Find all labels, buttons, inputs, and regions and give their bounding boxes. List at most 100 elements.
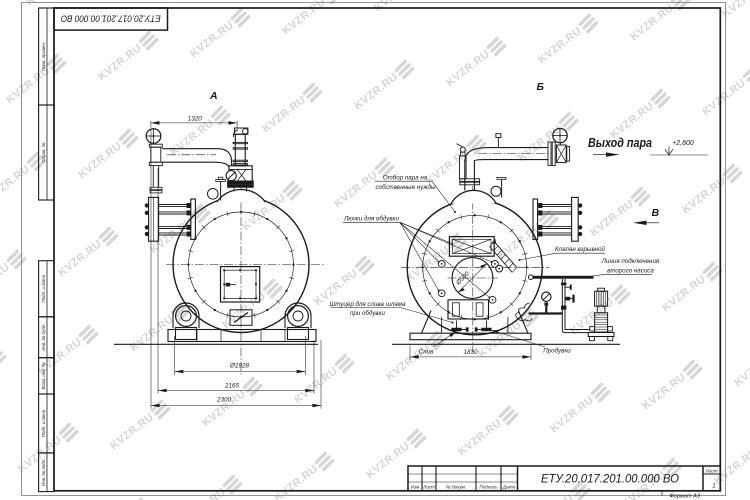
watermark-unit: KVZR.RU bbox=[608, 88, 671, 141]
watermark-unit: KVZR.RU bbox=[280, 0, 343, 37]
note-second-pump-line2: второго насоса bbox=[607, 267, 654, 274]
watermark-logo-icon bbox=[190, 203, 211, 224]
watermark-unit: KVZR.RU bbox=[108, 399, 171, 452]
watermark-logo-icon bbox=[210, 105, 231, 126]
elevation-mark: +2,800 bbox=[650, 140, 708, 156]
title-col-list: Лист bbox=[422, 485, 435, 490]
annotations: А Б В Выход пара +2,800 Отбор пара на со… bbox=[188, 81, 708, 404]
watermark-unit: KVZR.RU bbox=[0, 151, 47, 204]
siphon-fitting-rear bbox=[490, 176, 507, 198]
feed-pump bbox=[587, 287, 615, 342]
watermark-logo-icon bbox=[498, 405, 519, 426]
dimension-2300 bbox=[150, 129, 322, 409]
flue-opening bbox=[451, 257, 494, 299]
note-drain-text: Слив bbox=[419, 349, 434, 356]
watermark-text: KVZR.RU bbox=[456, 417, 504, 458]
watermark-logo-icon bbox=[334, 353, 355, 374]
title-col-ndokum: № докум. bbox=[446, 485, 466, 490]
frame-label-vzam-inv: Взам. инв. № bbox=[41, 362, 46, 389]
watermark-unit: KVZR.RU bbox=[588, 186, 651, 239]
watermark-text: KVZR.RU bbox=[128, 313, 176, 354]
watermark-logo-icon bbox=[486, 36, 507, 57]
watermark-logo-icon bbox=[6, 249, 27, 270]
watermark-logo-icon bbox=[138, 30, 159, 51]
watermark-unit: KVZR.RU bbox=[240, 180, 303, 233]
frame-label-inv-podl: Инв. № подл. bbox=[41, 459, 46, 486]
watermark-text: KVZR.RU bbox=[188, 19, 236, 60]
watermark-logo-icon bbox=[118, 128, 139, 149]
watermark-text: KVZR.RU bbox=[588, 198, 636, 239]
steam-dome-rear-fill bbox=[451, 190, 496, 204]
watermark-text: KVZR.RU bbox=[16, 434, 64, 475]
inner-frame bbox=[53, 7, 722, 492]
watermark-text: KVZR.RU bbox=[0, 163, 32, 204]
watermark-text: KVZR.RU bbox=[180, 486, 228, 500]
watermark-unit: KVZR.RU bbox=[660, 261, 723, 314]
base-skid-front bbox=[167, 328, 317, 343]
watermark-unit: KVZR.RU bbox=[444, 36, 507, 89]
watermark-unit: KVZR.RU bbox=[424, 134, 487, 187]
dimension-1830 bbox=[409, 345, 532, 360]
dim-1928-label: Ø1928 bbox=[229, 363, 249, 370]
watermark-text: KVZR.RU bbox=[260, 94, 308, 135]
lower-hatch bbox=[447, 299, 490, 320]
steam-outlet-pipe bbox=[456, 127, 571, 191]
watermark-unit: KVZR.RU bbox=[188, 7, 251, 60]
watermark-unit: KVZR.RU bbox=[24, 0, 72, 8]
explosion-hatch bbox=[448, 236, 495, 257]
dimension-1928 bbox=[174, 336, 306, 375]
siphon-fitting-front bbox=[207, 176, 226, 201]
safety-valve-assembly bbox=[225, 127, 254, 188]
watermark-unit: KVZR.RU bbox=[292, 353, 355, 406]
explosion-valve-duct bbox=[489, 238, 518, 273]
watermark-logo-icon bbox=[354, 255, 375, 276]
frame-label-podp-data-1: Подп. и дата bbox=[41, 274, 46, 302]
watermark-unit: KVZR.RU bbox=[720, 0, 750, 20]
note-steam-own-needs-line2: собственные нужды bbox=[375, 184, 436, 191]
note-drain: Слив bbox=[419, 331, 456, 356]
watermark-unit: KVZR.RU bbox=[168, 105, 231, 158]
frame-label-perv-primen: Перв. примен. bbox=[41, 42, 46, 71]
note-sludge-stub: Штуцер для слива шлама при обдувки bbox=[330, 301, 454, 324]
note-steam-own-needs: Отбор пара на собственные нужды bbox=[375, 175, 456, 213]
drain-fittings bbox=[451, 320, 492, 332]
frame-label-inv-dubl: Инв. № дубл. bbox=[41, 324, 46, 351]
note-sludge-line1: Штуцер для слива шлама bbox=[330, 301, 406, 308]
view-label-rear: Б bbox=[537, 81, 545, 93]
watermark-text: KVZR.RU bbox=[548, 394, 596, 435]
elevation-value: +2,800 bbox=[672, 140, 694, 147]
title-col-data: Дата bbox=[502, 485, 516, 490]
sheet-outer-border bbox=[21, 2, 727, 496]
watermark-text: KVZR.RU bbox=[536, 25, 584, 66]
support-roller-right bbox=[284, 302, 312, 341]
sheet-cell-label: Лист bbox=[704, 469, 717, 475]
watermark-unit: KVZR.RU bbox=[352, 59, 415, 112]
watermark-logo-icon bbox=[242, 376, 263, 397]
watermark-logo-icon bbox=[662, 457, 683, 478]
watermark-logo-icon bbox=[314, 451, 335, 472]
base-saddle-rear bbox=[409, 310, 532, 341]
dim-1830-label: 1830 bbox=[463, 349, 478, 356]
watermark-logo-icon bbox=[630, 186, 651, 207]
watermark-logo-icon bbox=[282, 180, 303, 201]
watermark-unit: KVZR.RU bbox=[56, 226, 119, 279]
watermark-logo-icon bbox=[558, 111, 579, 132]
watermark-unit: KVZR.RU bbox=[536, 13, 599, 66]
watermark-unit: KVZR.RU bbox=[96, 30, 159, 83]
title-designation: ЕТУ.20.017.201.00.000 ВО bbox=[541, 472, 679, 486]
watermark-unit: KVZR.RU bbox=[16, 422, 79, 475]
watermark-logo-icon bbox=[326, 0, 343, 5]
steam-outlet-label: Выход пара bbox=[588, 136, 652, 150]
watermark-logo-icon bbox=[406, 428, 427, 449]
watermark-text: KVZR.RU bbox=[24, 0, 72, 8]
furnace-door bbox=[219, 266, 261, 303]
watermark-unit: KVZR.RU bbox=[0, 351, 7, 368]
watermark-text: KVZR.RU bbox=[200, 388, 248, 429]
dim-500-label: Ø500 bbox=[454, 270, 471, 287]
watermark-unit: KVZR.RU bbox=[700, 65, 750, 118]
watermark-text: KVZR.RU bbox=[280, 0, 328, 37]
watermark-logo-icon bbox=[98, 226, 119, 247]
view-label-side: В bbox=[652, 207, 660, 219]
